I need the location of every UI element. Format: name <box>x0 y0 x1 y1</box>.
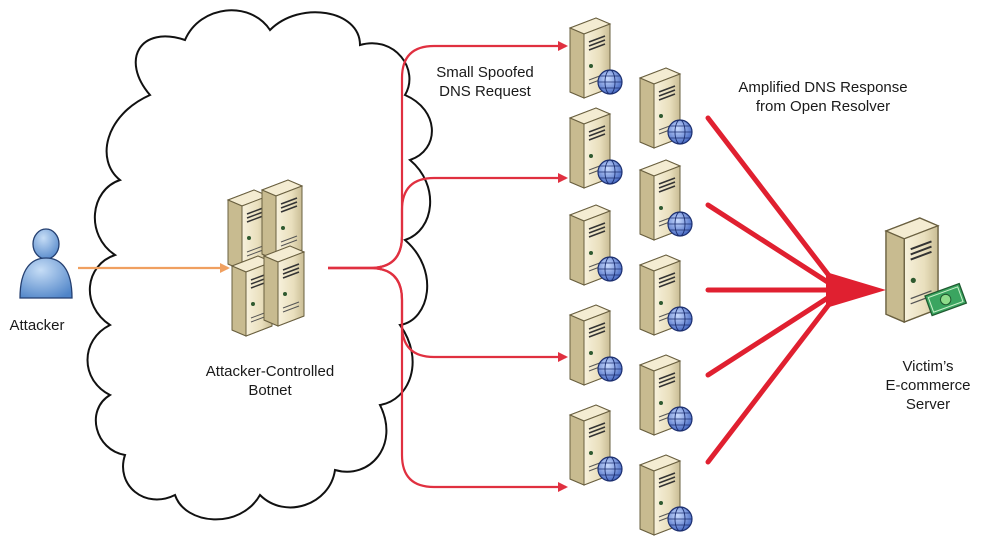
botnet-label: Attacker-Controlled Botnet <box>190 362 350 400</box>
botnet-label-line-1: Attacker-Controlled <box>205 363 335 380</box>
victim-label: Victim’s E-commerce Server <box>872 357 984 414</box>
spoofed-request-label-line-2: DNS Request <box>439 83 531 100</box>
response-arrowhead <box>826 272 886 308</box>
amplified-response-lines <box>705 115 843 465</box>
amplified-response-label-line-1: Amplified DNS Response <box>738 79 908 96</box>
ecommerce-server-icon <box>885 217 968 323</box>
amplified-response-label-line-2: from Open Resolver <box>755 98 891 115</box>
spoofed-request-arrows <box>328 41 568 492</box>
dns-server-globe-icon <box>570 18 692 535</box>
person-icon <box>19 228 73 299</box>
spoofed-request-label: Small Spoofed DNS Request <box>420 63 550 101</box>
server-cluster-icon <box>227 179 305 337</box>
spoofed-request-label-line-1: Small Spoofed <box>436 64 534 81</box>
attacker-label: Attacker <box>9 317 65 334</box>
botnet-label-line-2: Botnet <box>248 382 292 399</box>
amplified-response-label: Amplified DNS Response from Open Resolve… <box>718 78 928 116</box>
victim-label-line-3: Server <box>905 396 951 413</box>
victim-label-line-1: Victim’s <box>902 358 954 375</box>
victim-label-line-2: E-commerce <box>885 377 971 394</box>
